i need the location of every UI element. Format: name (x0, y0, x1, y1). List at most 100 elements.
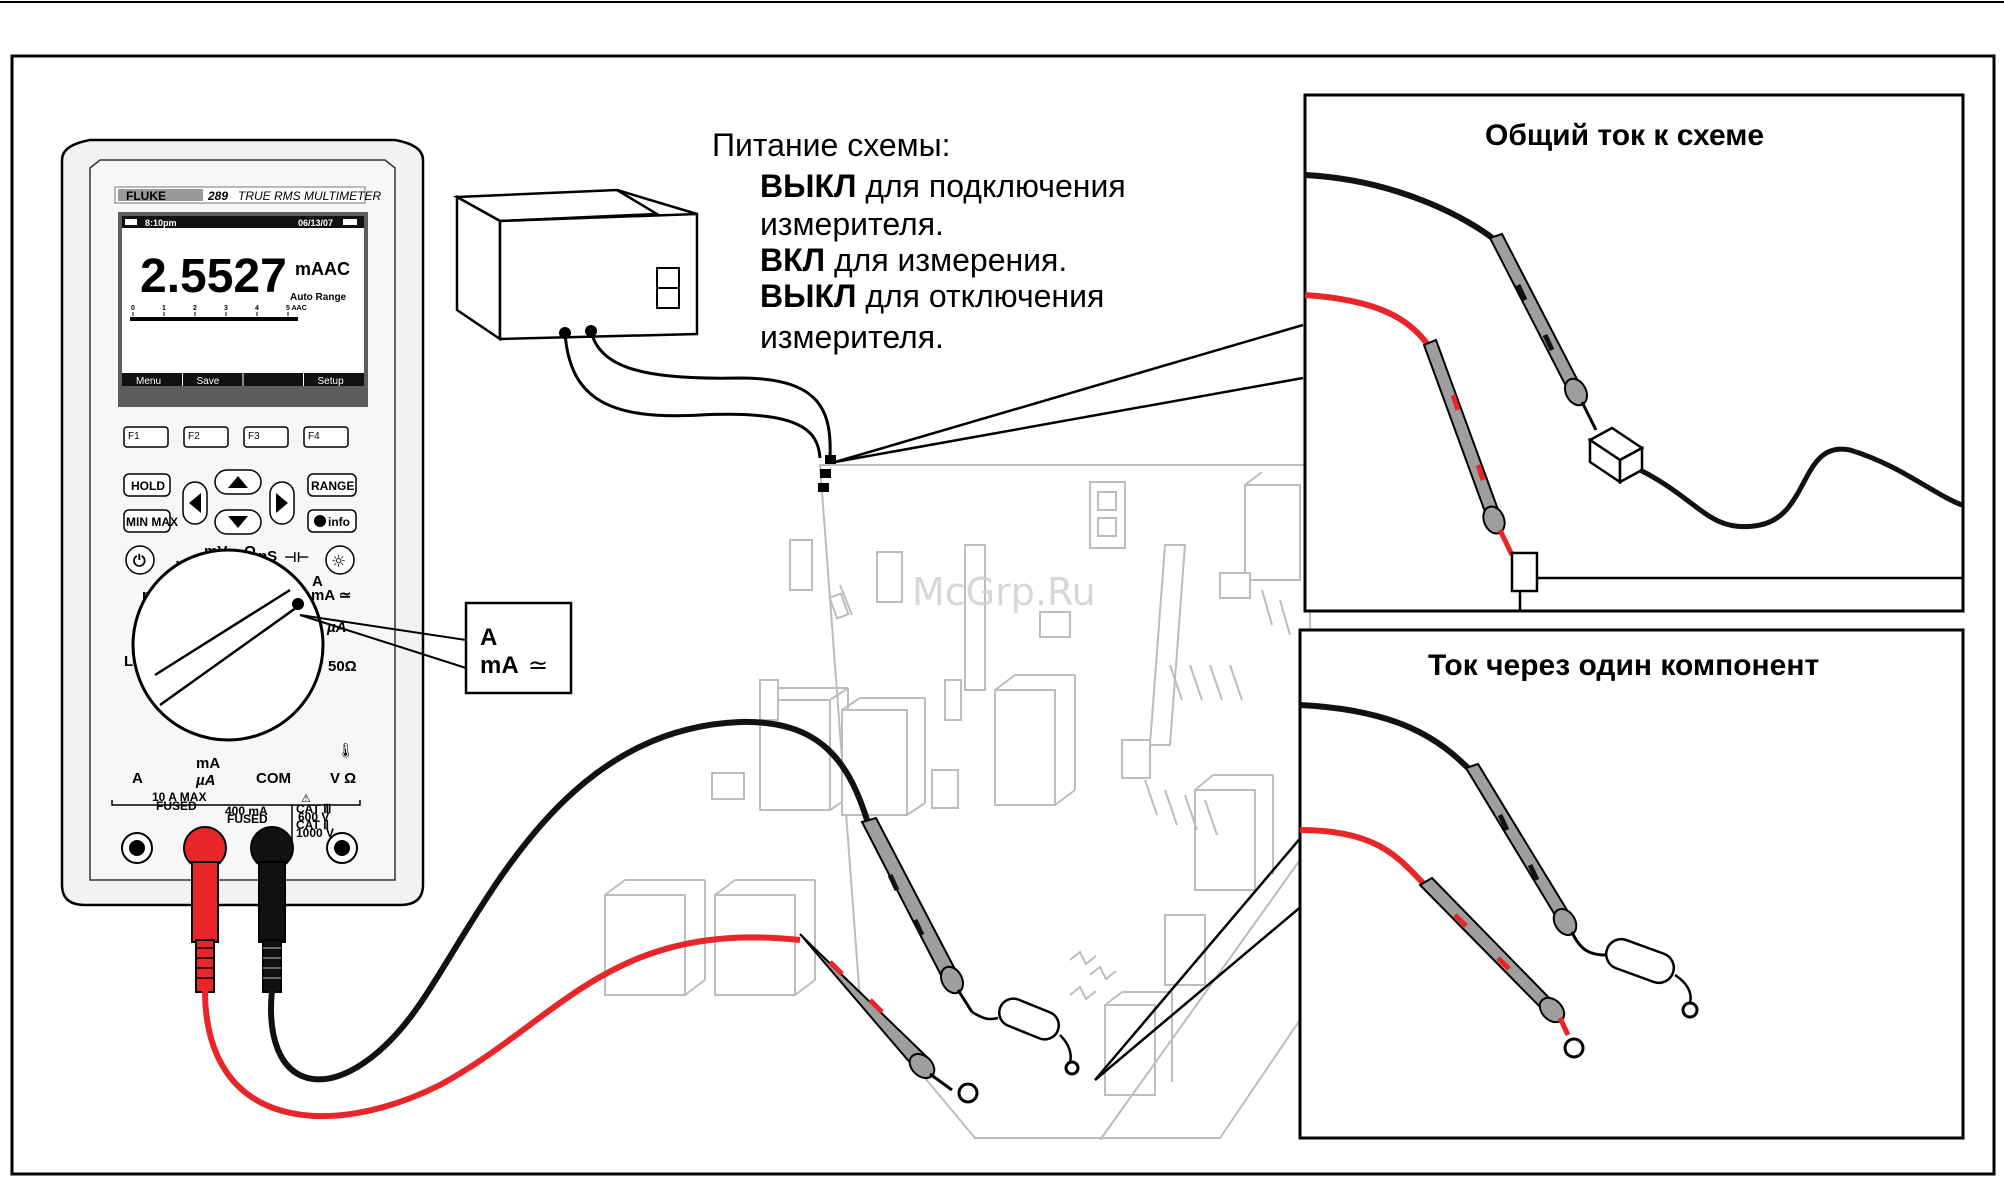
jack-label-ua: µA (195, 772, 215, 789)
scale-tick-label: 1 (162, 305, 166, 312)
function-key-4[interactable] (303, 426, 349, 448)
red-test-lead (202, 934, 801, 1120)
function-key-2[interactable] (183, 426, 229, 448)
instructions-line2: измерителя. (760, 206, 944, 242)
meter-brand: FLUKE (126, 189, 166, 203)
up-arrow-icon (228, 476, 248, 488)
main-reading: 2.5527 (140, 250, 287, 303)
red-probe (799, 933, 979, 1104)
instructions-line4: ВЫКЛ для отключения (760, 278, 1104, 314)
function-key-label: F3 (248, 431, 260, 442)
pcb-part (711, 772, 745, 800)
softkey-label: Save (197, 376, 220, 387)
pcb-part (759, 679, 779, 721)
pcb-part (931, 769, 959, 809)
pcb-part (1039, 611, 1071, 638)
scale-tick-label: 4 (255, 305, 259, 312)
backlight-button[interactable] (325, 545, 355, 575)
supply-wire (563, 332, 822, 459)
reading-unit: mAAC (295, 259, 350, 279)
dial-label-a-ma-sub: mA ≃ (311, 587, 351, 604)
callout-a: A (480, 624, 497, 651)
function-key-label: F1 (128, 431, 140, 442)
black-test-lead (268, 718, 873, 1083)
instructions-line1: ВЫКЛ для подключения (760, 168, 1126, 204)
fuse-label-ma: 400 mA (225, 804, 268, 818)
panel-component-title: Ток через один компонент (1428, 649, 1819, 682)
watermark: McGrp.Ru (912, 570, 1096, 614)
pcb-resistors (828, 584, 1291, 1001)
pcb-chip (1244, 471, 1301, 581)
pcb-part (944, 679, 962, 721)
status-time: 8:10pm (145, 218, 177, 228)
pcb-part (789, 539, 813, 591)
warning-icon: ⚠ (301, 792, 311, 805)
info-icon (314, 515, 326, 527)
ac-dc-icon: ≃ (528, 651, 548, 679)
pcb-trace (1148, 544, 1187, 746)
jack-label-com: COM (256, 770, 291, 787)
instructions-line3: ВКЛ для измерения. (760, 242, 1067, 278)
component-resistor (971, 997, 1080, 1076)
meter-model-desc: TRUE RMS MULTIMETER (238, 189, 381, 203)
jack-label-v-ohm: V Ω (330, 770, 356, 787)
svg-text:CAT Ⅱ: CAT Ⅱ (296, 818, 329, 832)
callout-ma: mA (480, 652, 519, 679)
scale-tick-label: 2 (193, 305, 197, 312)
pcb-chip (604, 879, 706, 996)
minmax-button[interactable] (123, 509, 171, 533)
battery-icon (125, 219, 137, 225)
power-instructions: Питание схемы: ВЫКЛ для подключения изме… (712, 127, 1126, 355)
dial-label-a-ma: A (312, 573, 323, 590)
pcb-part (1121, 739, 1151, 779)
power-icon: ⏻ (133, 551, 146, 570)
softkey-label: Menu (136, 376, 161, 387)
panel-component-current: Ток через один компонент (1298, 628, 1965, 1140)
black-plug (250, 826, 294, 993)
power-button[interactable] (125, 545, 155, 575)
circuit-wire (1638, 446, 1963, 530)
rotary-dial[interactable] (131, 548, 325, 742)
range-mode: Auto Range (290, 292, 347, 303)
instructions-heading: Питание схемы: (712, 127, 951, 163)
range-button-label: RANGE (311, 479, 354, 493)
instructions-line5: измерителя. (760, 319, 944, 355)
softkey-row: Menu Save Setup (136, 373, 344, 387)
thermometer-icon: 🌡 (337, 743, 355, 759)
function-key-3[interactable] (243, 426, 289, 448)
range-button[interactable] (307, 473, 357, 497)
function-key-1[interactable] (123, 426, 169, 448)
softkey-label: Setup (318, 376, 345, 387)
supply-wire (589, 330, 832, 459)
fuse-label-ma-2: FUSED (227, 812, 268, 826)
pcb-part (1219, 572, 1251, 599)
pcb-chip (841, 697, 926, 816)
pcb-chip (994, 674, 1076, 806)
dial-label-50ohm: 50Ω (328, 658, 357, 675)
hold-button-label: HOLD (131, 479, 165, 493)
fuse-label-a: 10 A MAX (152, 790, 206, 804)
pcb-chip (714, 879, 816, 996)
panel-total-title: Общий ток к схеме (1485, 119, 1764, 152)
outer-frame (10, 54, 1996, 1176)
status-date: 06/13/07 (298, 218, 333, 228)
left-arrow-icon (189, 493, 201, 513)
fuse-label-a-2: FUSED (156, 799, 197, 813)
scale-tick-label: 0 (131, 305, 135, 312)
minmax-button-label: MIN MAX (126, 515, 178, 529)
scale-tick-label: 5 AAC (286, 305, 307, 312)
cat-rating-label: CAT Ⅲ (296, 802, 331, 816)
meter-model: 289 (207, 189, 228, 203)
dial-pointer (159, 603, 301, 707)
diode-icon: ⊣⊢ (284, 550, 310, 566)
hold-button[interactable] (123, 473, 171, 497)
red-plug (183, 826, 227, 993)
volume-icon (343, 219, 357, 225)
jack-label-a: A (132, 770, 143, 787)
multimeter: FLUKE 289 TRUE RMS MULTIMETER 8:10pm 06/… (60, 138, 573, 993)
dial-callout-box (464, 601, 573, 695)
function-key-label: F4 (308, 431, 320, 442)
jack-label-ma: mA (196, 755, 220, 772)
